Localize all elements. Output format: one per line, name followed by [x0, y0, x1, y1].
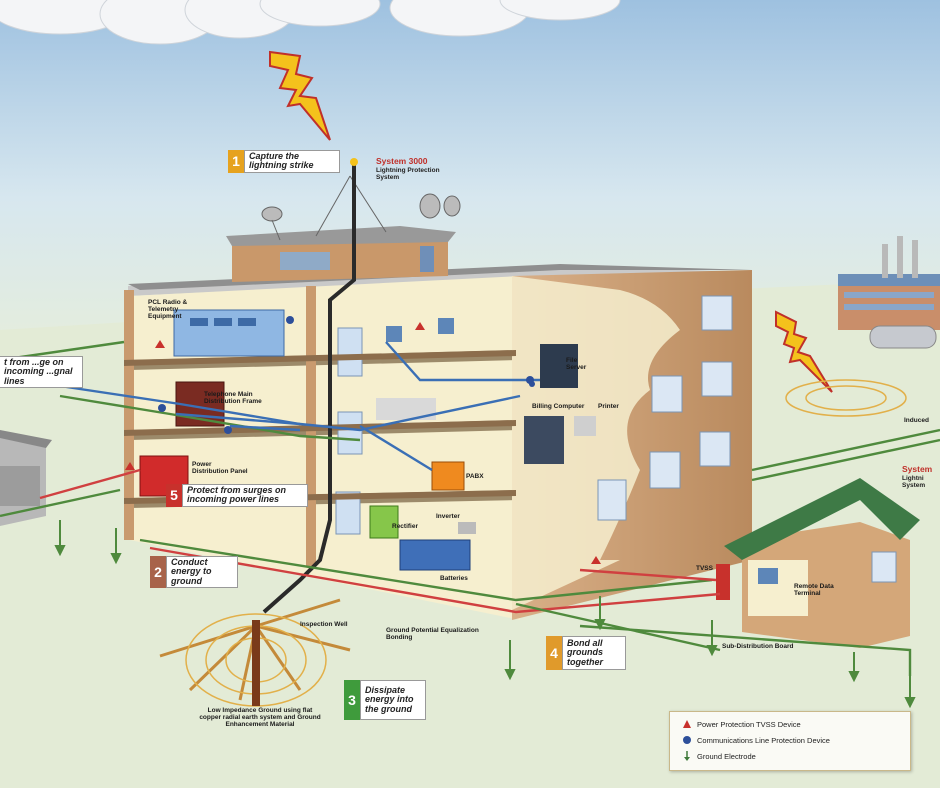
partial-callout-text: t from ...ge on incoming ...gnal lines [0, 356, 83, 388]
system-name: System 3000 [376, 156, 428, 166]
label-batteries: Batteries [440, 575, 468, 582]
label-file-server: File Server [566, 357, 587, 371]
label-power-dist: Power Distribution Panel [192, 461, 248, 475]
legend: Power Protection TVSS Device Communicati… [669, 711, 911, 771]
label-rectifier: Rectifier [392, 523, 419, 530]
tvss-devices [125, 322, 601, 564]
label-equalization: Ground Potential Equalization Bonding [386, 627, 479, 641]
ground-arrow-icon [682, 751, 692, 761]
air-terminal [350, 158, 358, 166]
label-inspection-well: Inspection Well [300, 621, 348, 628]
equipment [139, 309, 596, 571]
triangle-icon [682, 719, 692, 729]
label-pabx: PABX [466, 473, 484, 480]
legend-text-ground: Ground Electrode [697, 751, 756, 761]
label-remote-terminal: Remote Data Terminal [794, 583, 834, 597]
label-pcl: PCL Radio & Telemetry Equipment [148, 299, 188, 320]
factory [838, 236, 940, 349]
legend-row-comm: Communications Line Protection Device [682, 735, 830, 745]
system-subtitle: Lightning Protection System [376, 167, 440, 181]
legend-row-ground: Ground Electrode [682, 751, 756, 761]
step-3-text: Dissipate energy into the ground [360, 680, 426, 720]
circle-icon [682, 735, 692, 745]
step-2-number: 2 [150, 556, 166, 589]
partial-callout: t from ...ge on incoming ...gnal lines [0, 356, 83, 388]
legend-row-tvss: Power Protection TVSS Device [682, 719, 801, 729]
step-2-text: Conduct energy to ground [166, 556, 238, 589]
step-5-text: Protect from surges on incoming power li… [182, 484, 308, 507]
lightning-bolt-right [775, 310, 833, 393]
label-sub-distribution: Sub-Distribution Board [722, 643, 794, 650]
wiring [0, 340, 940, 676]
label-printer: Printer [598, 403, 619, 410]
main-building [124, 226, 752, 620]
label-inverter: Inverter [436, 513, 460, 520]
label-tvss: TVSS [696, 565, 713, 572]
radial-earth-system [159, 598, 351, 701]
step-3-callout: 3 Dissipate energy into the ground [344, 680, 426, 720]
lightning-bolt-main [269, 50, 331, 141]
system-name-right: System [902, 464, 933, 474]
step-1-callout: 1 Capture the lightning strike [228, 150, 340, 173]
legend-text-tvss: Power Protection TVSS Device [697, 719, 801, 729]
label-telephone: Telephone Main Distribution Frame [204, 391, 262, 405]
step-5-callout: 5 Protect from surges on incoming power … [166, 484, 308, 507]
shed-left [0, 430, 52, 526]
comm-devices [158, 316, 535, 434]
step-1-text: Capture the lightning strike [244, 150, 340, 173]
remote-hut [716, 478, 920, 648]
step-4-callout: 4 Bond all grounds together [546, 636, 626, 670]
down-conductor [262, 162, 356, 614]
legend-text-comm: Communications Line Protection Device [697, 735, 830, 745]
step-3-number: 3 [344, 680, 360, 720]
label-induced: Induced [904, 417, 929, 424]
system-subtitle-right: Lightni System [902, 475, 926, 489]
label-low-impedance-ground: Low Impedance Ground using flat copper r… [199, 707, 321, 728]
step-5-number: 5 [166, 484, 182, 507]
step-2-callout: 2 Conduct energy to ground [150, 556, 238, 589]
label-billing: Billing Computer [532, 403, 585, 410]
step-4-text: Bond all grounds together [562, 636, 626, 670]
step-1-number: 1 [228, 150, 244, 173]
ground-electrodes [54, 520, 916, 709]
step-4-number: 4 [546, 636, 562, 670]
antennas [261, 175, 461, 241]
ground-rod [252, 620, 260, 706]
clouds [0, 0, 621, 45]
